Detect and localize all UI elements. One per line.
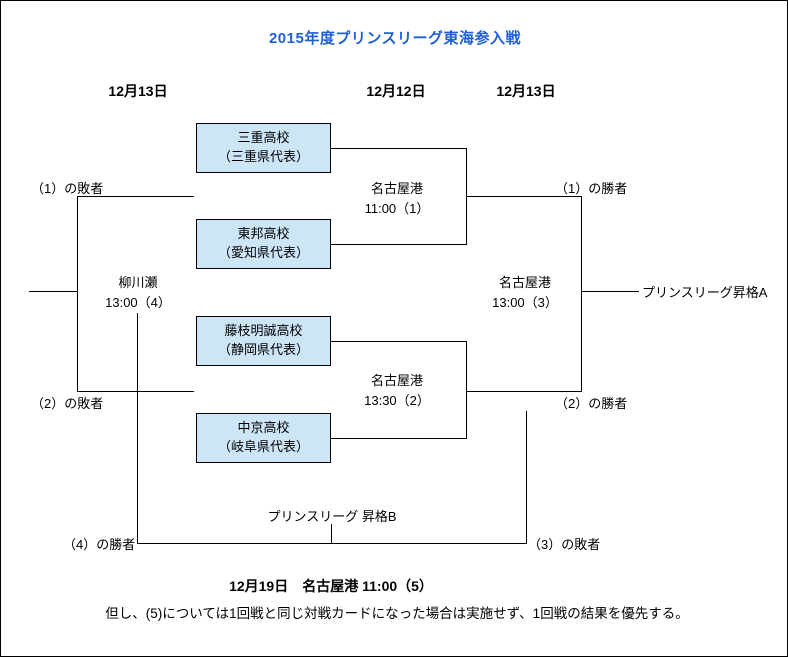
team-box-4[interactable]: 中京高校 （岐阜県代表）: [196, 413, 331, 463]
team-prefecture: （岐阜県代表）: [217, 439, 309, 454]
bracket-line-m2-bottom: [331, 438, 467, 439]
bracket-line-bottom-left-riser: [137, 313, 138, 544]
label-loser-of-match-1: （1）の敗者: [31, 181, 104, 196]
match-venue: 柳川瀬: [118, 275, 158, 290]
match-time: 13:00（4）: [105, 294, 171, 310]
match-time: 13:30（2）: [364, 392, 430, 408]
team-box-2[interactable]: 東邦高校 （愛知県代表）: [196, 219, 331, 269]
match-venue: 名古屋港: [370, 181, 423, 196]
bracket-line-m2-join: [466, 341, 467, 439]
label-loser-of-match-2: （2）の敗者: [31, 396, 104, 411]
column-header-right-date: 12月13日: [496, 83, 556, 99]
bracket-line-m4-top: [77, 196, 194, 197]
bracket-line-final-join: [581, 196, 582, 392]
bracket-line-m4-bottom: [77, 391, 194, 392]
label-winner-of-match-4: （4）の勝者: [63, 537, 136, 552]
bracket-line-m1-top: [331, 148, 467, 149]
label-promotion-a: プリンスリーグ昇格A: [642, 285, 768, 300]
bracket-line-m1-bottom: [331, 244, 467, 245]
team-name: 東邦高校: [237, 226, 290, 242]
team-prefecture: （三重県代表）: [217, 149, 309, 164]
team-name: 藤枝明誠高校: [224, 323, 303, 339]
footer-match-5: 12月19日 名古屋港 11:00（5）: [229, 578, 433, 594]
team-box-3[interactable]: 藤枝明誠高校 （静岡県代表）: [196, 316, 331, 366]
column-header-left-date: 12月13日: [108, 83, 168, 99]
label-winner-of-match-1: （1）の勝者: [555, 181, 628, 196]
match-venue: 名古屋港: [498, 275, 552, 290]
match-time: 13:00（3）: [492, 294, 558, 310]
match-label-2: 名古屋港 13:30（2）: [364, 371, 430, 410]
label-promotion-b: プリンスリーグ 昇格B: [267, 509, 397, 524]
match-time: 11:00（1）: [364, 200, 430, 216]
label-winner-of-match-2: （2）の勝者: [555, 396, 628, 411]
match-label-4: 柳川瀬 13:00（4）: [105, 273, 171, 312]
team-prefecture: （愛知県代表）: [217, 245, 309, 260]
bracket-line-m1-out: [466, 196, 582, 197]
bracket-line-m4-out: [29, 291, 78, 292]
bracket-line-bottom-center-tick: [331, 524, 332, 544]
team-name: 三重高校: [237, 130, 290, 146]
bracket-line-m2-top: [331, 341, 467, 342]
team-name: 中京高校: [237, 420, 290, 436]
footer-note: 但し、(5)については1回戦と同じ対戦カードになった場合は実施せず、1回戦の結果…: [105, 606, 689, 621]
bracket-line-m4-join: [77, 196, 78, 392]
page-title: 2015年度プリンスリーグ東海参入戦: [268, 30, 522, 47]
column-header-middle-date: 12月12日: [366, 83, 426, 99]
match-label-3: 名古屋港 13:00（3）: [492, 273, 558, 312]
bracket-line-bottom-right-riser: [526, 411, 527, 544]
team-box-1[interactable]: 三重高校 （三重県代表）: [196, 123, 331, 173]
team-prefecture: （静岡県代表）: [217, 342, 309, 357]
match-venue: 名古屋港: [370, 373, 424, 388]
label-loser-of-match-3: （3）の敗者: [528, 537, 601, 552]
bracket-line-m2-out: [466, 391, 582, 392]
bracket-line-final-out: [581, 291, 639, 292]
match-label-1: 名古屋港 11:00（1）: [365, 179, 430, 218]
